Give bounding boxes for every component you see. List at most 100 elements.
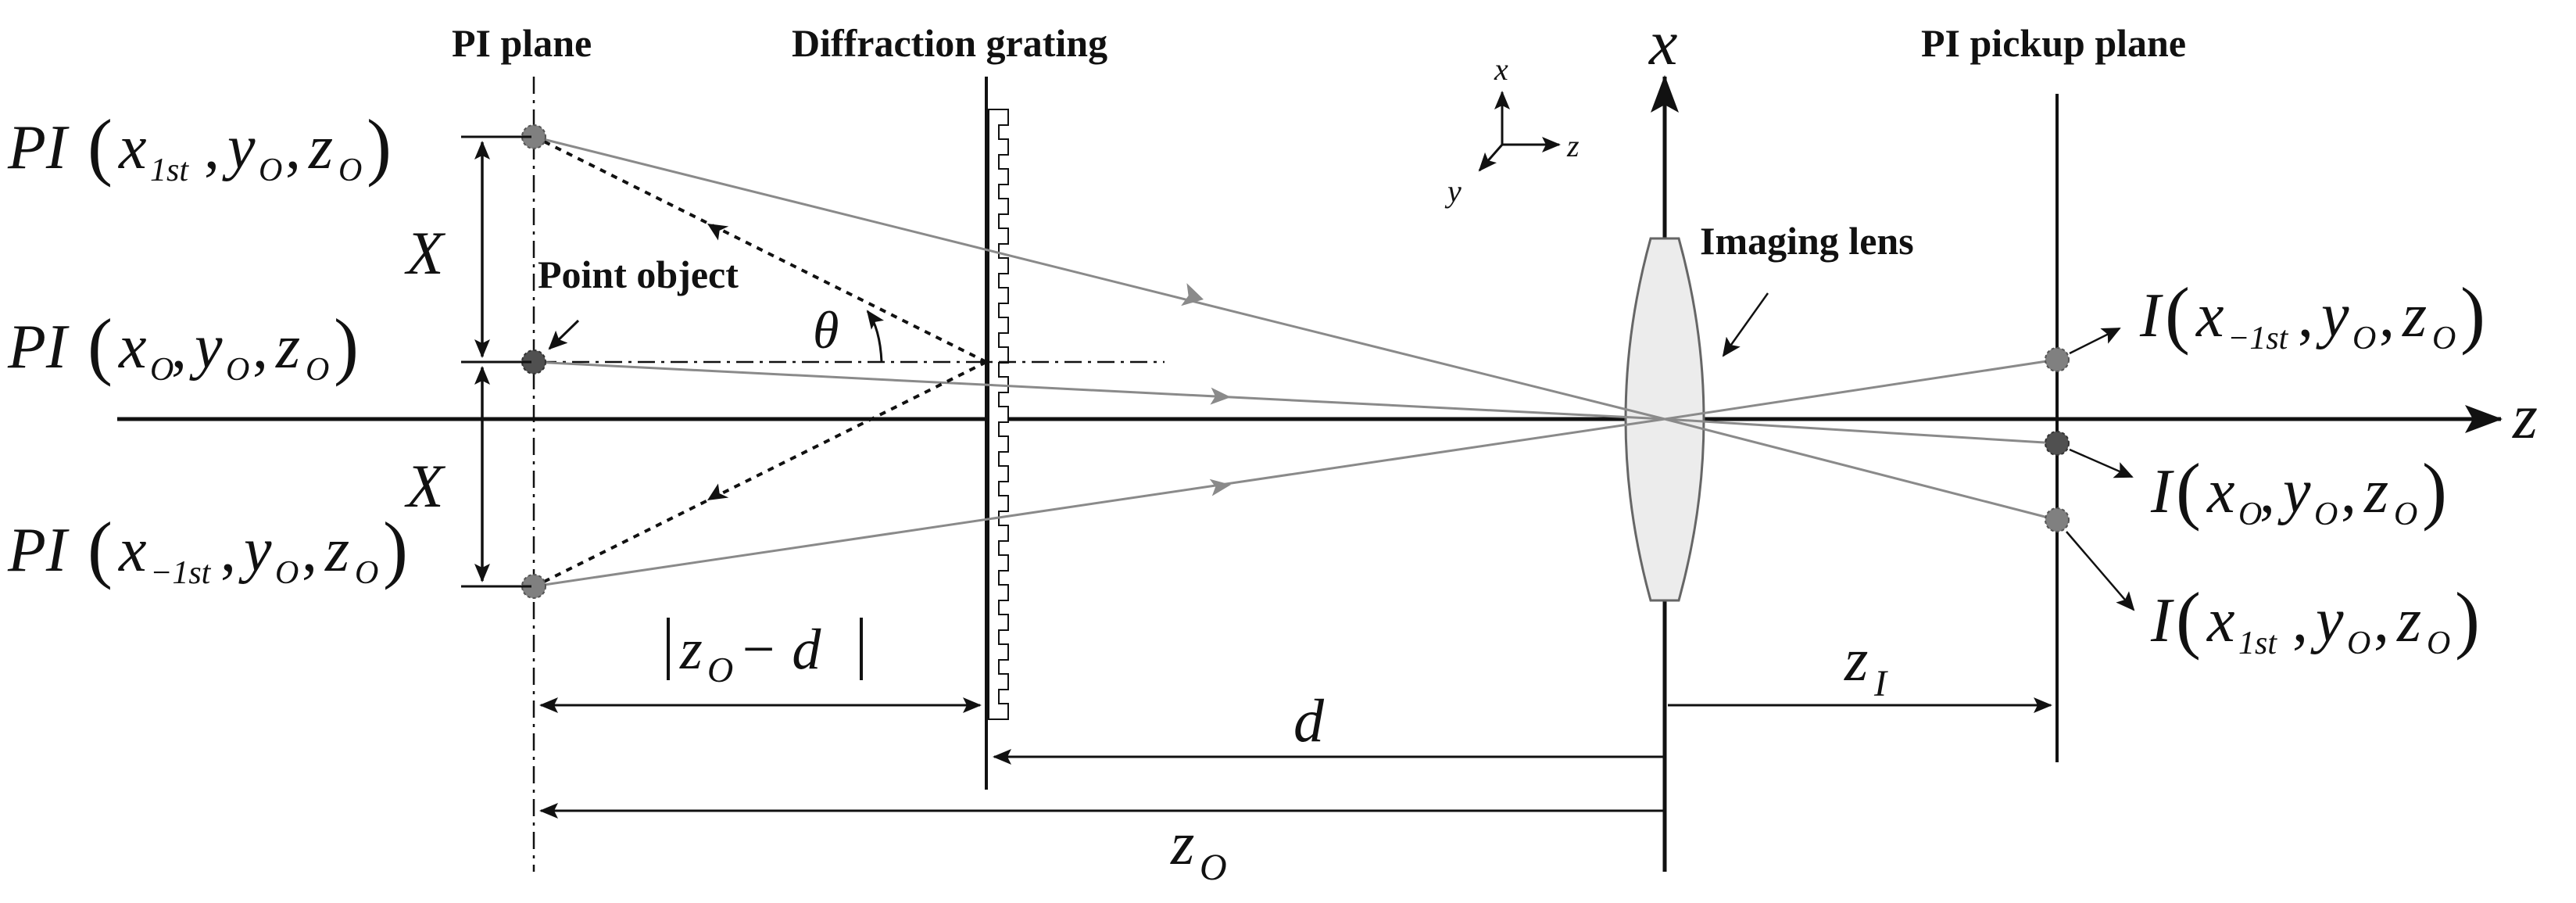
expr-x-sub: −1st <box>2227 321 2289 357</box>
diffracted-rays <box>538 138 987 586</box>
expr-x: x <box>118 113 147 182</box>
expr-x-sub: O <box>2238 496 2262 532</box>
label-x-upper: X <box>404 219 446 287</box>
expr-paren-open: ( <box>88 104 113 188</box>
label-imaging-lens: Imaging lens <box>1700 219 1914 263</box>
expr-z: z <box>2402 281 2427 350</box>
expr-comma-1: , <box>2259 457 2275 526</box>
expr-x: x <box>2206 586 2235 655</box>
abs-z-sub: O <box>707 650 733 690</box>
zi-main: z <box>1844 625 1868 693</box>
expr-paren-close: ) <box>367 104 392 188</box>
abs-rest: − d <box>739 618 821 682</box>
label-pi-pickup-plane: PI pickup plane <box>1921 21 2186 65</box>
expr-y: y <box>189 313 223 382</box>
point-object-pointer <box>548 319 580 350</box>
triad-z-label: z <box>1566 128 1580 163</box>
expr-prefix: I <box>2139 281 2163 350</box>
label-pi-plane: PI plane <box>452 21 592 65</box>
expr-z-sub: O <box>2394 496 2417 532</box>
point-image-object <box>2045 431 2070 456</box>
expr-comma-1: , <box>2298 281 2313 350</box>
ray-arrow-2 <box>1210 387 1231 405</box>
label-zi: z I <box>1844 625 1888 704</box>
label-abs-zo-minus-d: z O − d <box>667 618 863 690</box>
expr-y: y <box>222 113 256 182</box>
expr-y: y <box>2277 457 2311 526</box>
ray-1st-to-lens <box>533 135 1665 421</box>
expr-prefix: I <box>2150 457 2174 526</box>
expr-comma-1: , <box>220 516 236 585</box>
expr-y-sub: O <box>275 555 299 591</box>
image-pointer-bottom <box>2066 531 2135 611</box>
expr-z-sub: O <box>306 352 329 388</box>
label-x-lower: X <box>404 452 446 520</box>
expr-paren-open: ( <box>2165 272 2190 356</box>
ray-minus1st-to-lens <box>533 417 1665 588</box>
zi-sub: I <box>1873 663 1888 704</box>
ray-lens-to-image-mid <box>1664 417 2058 445</box>
expr-paren-open: ( <box>88 507 113 590</box>
expr-x: x <box>2206 457 2235 526</box>
rays <box>533 135 2058 588</box>
expr-x: x <box>118 516 147 585</box>
label-diffraction-grating: Diffraction grating <box>792 21 1107 65</box>
expr-x-sub: O <box>150 352 174 388</box>
expr-prefix: PI <box>7 313 70 382</box>
zo-sub: O <box>1200 847 1227 888</box>
triad-y-label: y <box>1444 174 1462 209</box>
expr-x-sub: −1st <box>150 555 212 591</box>
ray-object-to-lens <box>533 360 1665 421</box>
diffracted-arrow-up <box>707 224 729 241</box>
expr-paren-open: ( <box>2176 577 2201 661</box>
expr-paren-close: ) <box>334 303 359 387</box>
label-x-axis: x <box>1648 7 1677 78</box>
expr-comma-2: , <box>2374 586 2389 655</box>
expr-z: z <box>275 313 300 382</box>
expr-comma-1: , <box>171 313 187 382</box>
expr-comma-2: , <box>302 516 317 585</box>
expr-z-sub: O <box>2432 321 2456 357</box>
expr-comma-2: , <box>2379 281 2395 350</box>
expr-comma-2: , <box>2341 457 2356 526</box>
expr-y: y <box>2310 586 2344 655</box>
expr-paren-close: ) <box>383 507 408 590</box>
expr-comma-1: , <box>204 113 220 182</box>
expr-x-sub: 1st <box>150 152 189 188</box>
expr-paren-close: ) <box>2455 577 2480 661</box>
expr-x: x <box>118 313 147 382</box>
expr-paren-close: ) <box>2422 448 2447 532</box>
expr-y-sub: O <box>2352 321 2376 357</box>
expr-comma-2: , <box>252 313 268 382</box>
expr-paren-close: ) <box>2460 272 2485 356</box>
expr-x-sub: 1st <box>2238 625 2277 661</box>
ray-lens-to-image-top <box>1664 358 2058 421</box>
triad-y-line <box>1478 144 1504 172</box>
zo-main: z <box>1170 809 1194 877</box>
grating-teeth <box>988 109 1009 720</box>
expr-y-sub: O <box>259 152 282 188</box>
expr-z-sub: O <box>338 152 362 188</box>
image-pointer-mid <box>2069 448 2134 478</box>
expr-z: z <box>2396 586 2421 655</box>
label-d: d <box>1293 686 1325 754</box>
point-image-1st <box>2045 507 2070 532</box>
label-point-object: Point object <box>538 253 739 296</box>
expr-prefix: I <box>2150 586 2174 655</box>
triad-x-label: x <box>1494 52 1508 87</box>
expr-paren-open: ( <box>2176 448 2201 532</box>
expr-prefix: PI <box>7 516 70 585</box>
diffracted-ray-up <box>538 138 987 364</box>
label-z-axis: z <box>2512 381 2538 452</box>
expr-y-sub: O <box>2347 625 2370 661</box>
image-pointer-top <box>2069 327 2121 355</box>
label-theta: θ <box>813 300 839 360</box>
label-zo: z O <box>1170 809 1227 888</box>
point-pi-minus1st <box>521 574 546 599</box>
